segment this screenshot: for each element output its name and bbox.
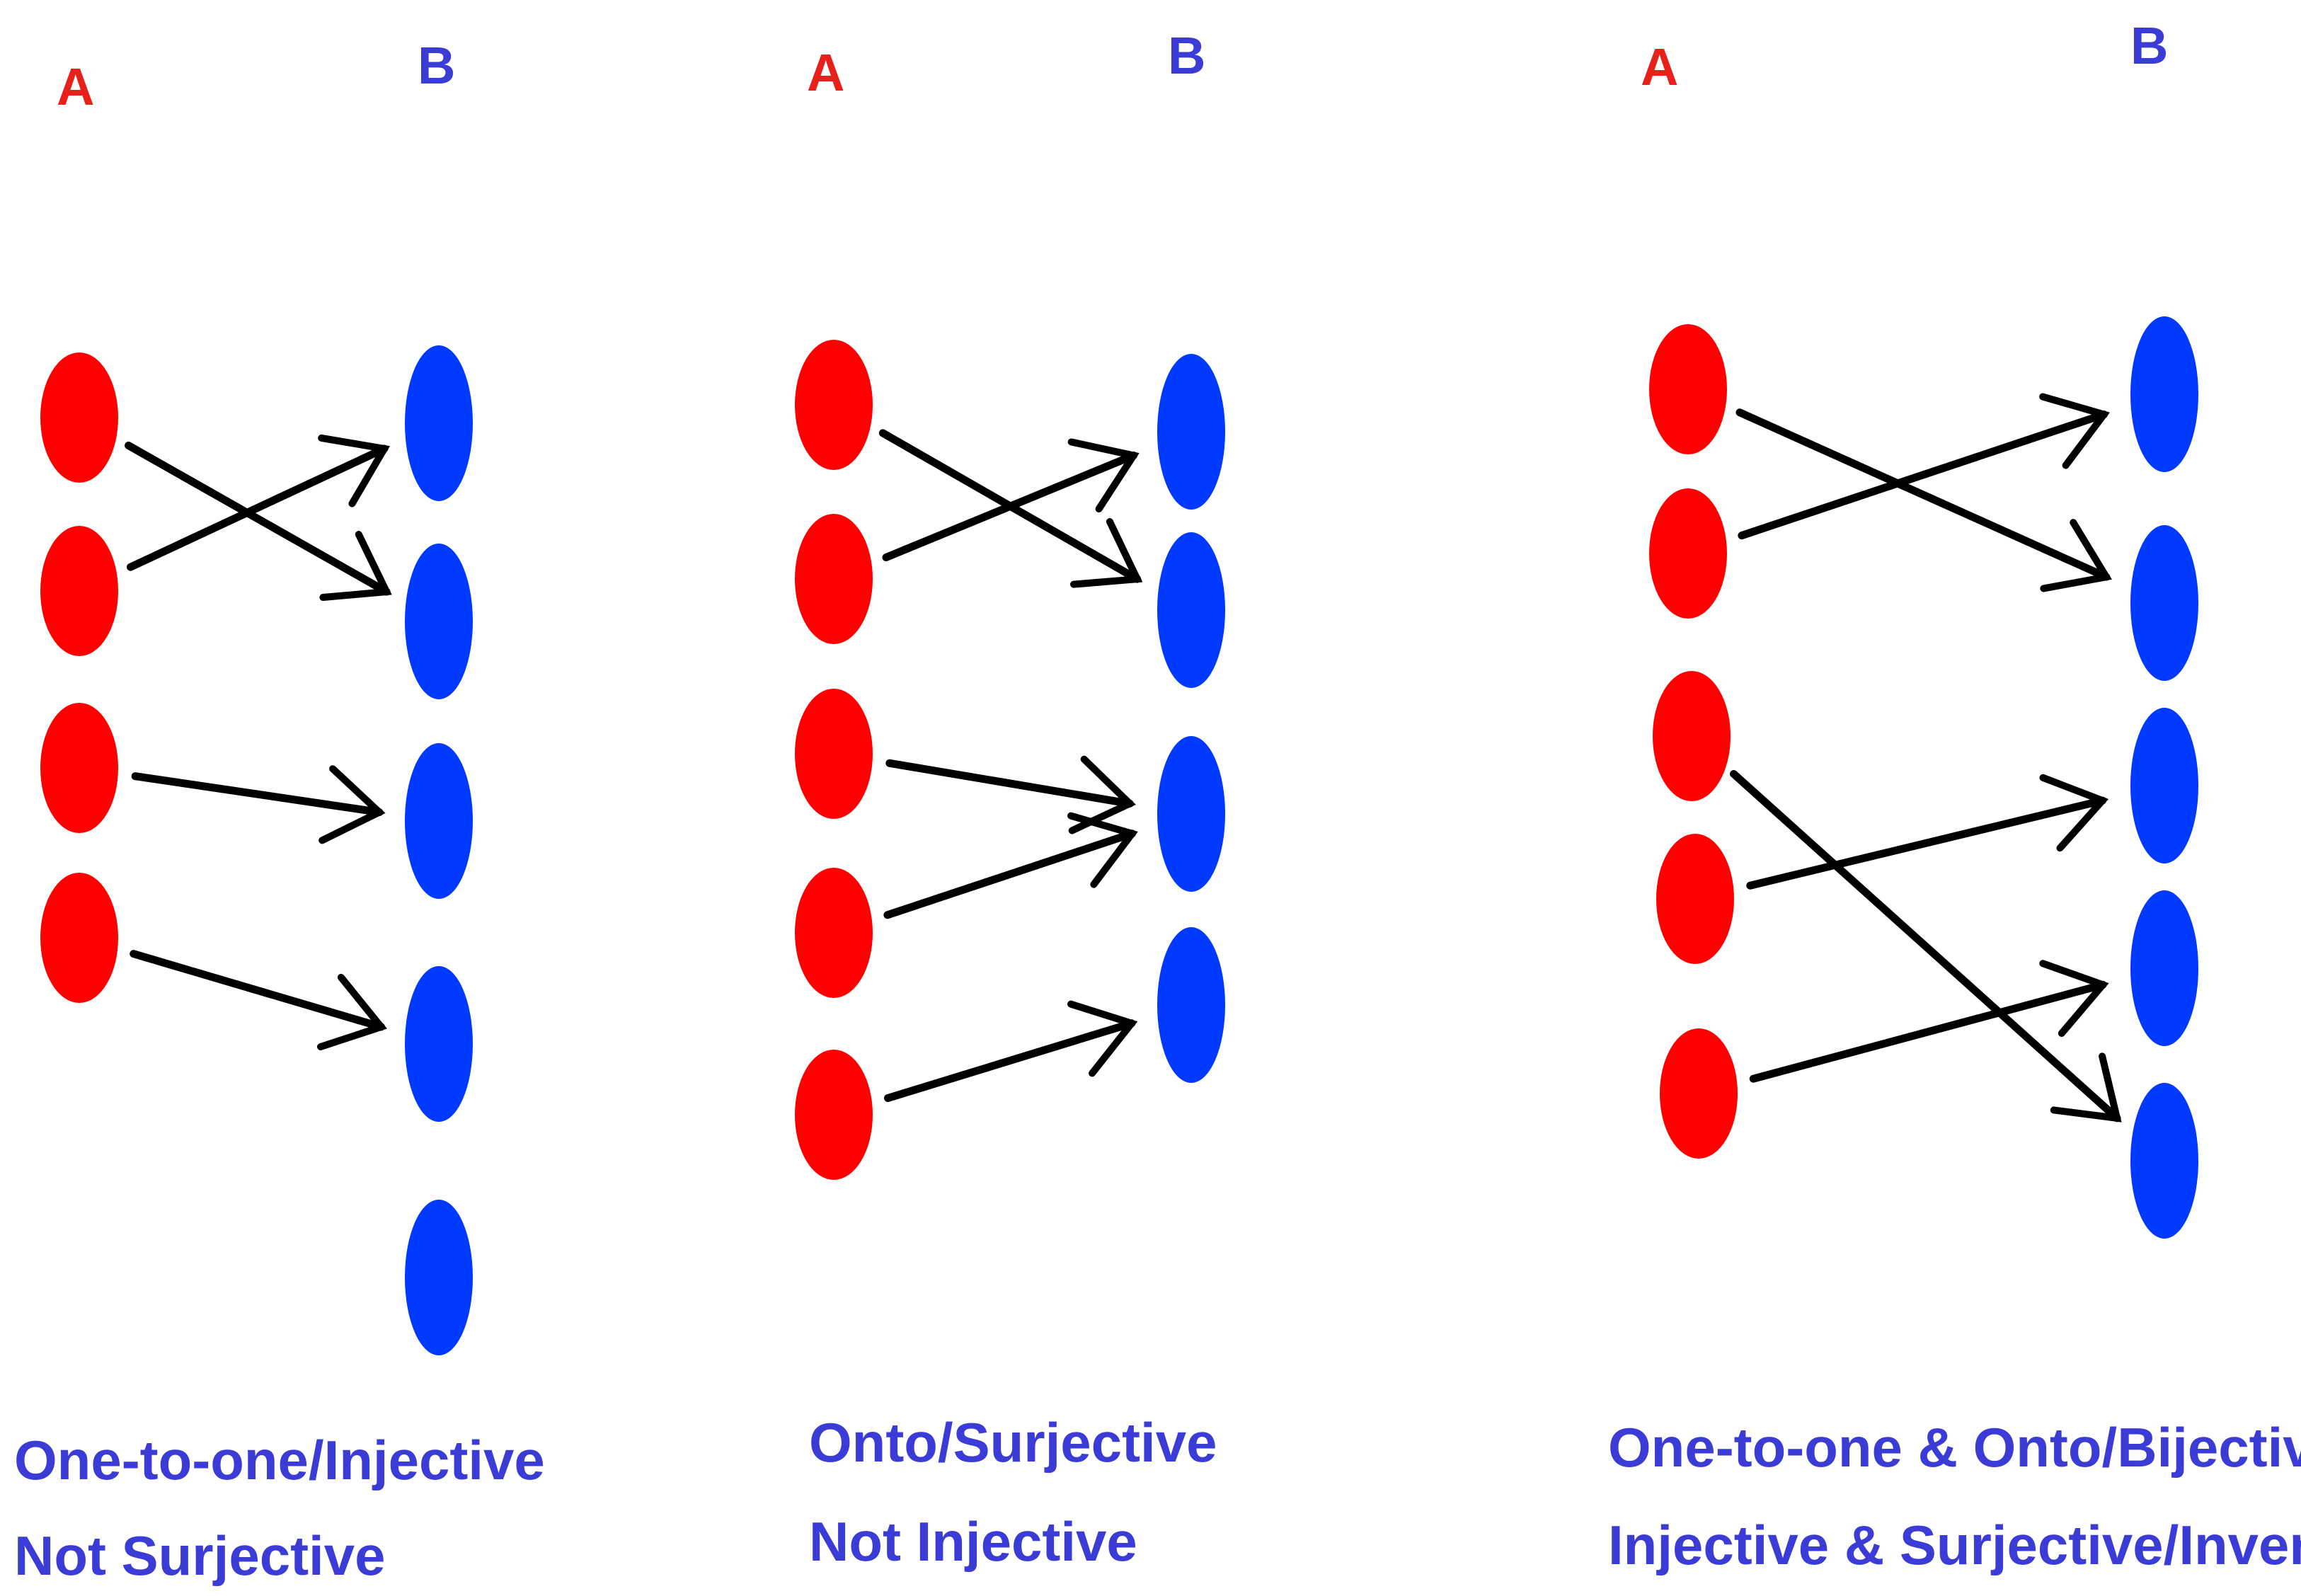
codomain-element bbox=[405, 966, 473, 1122]
domain-element bbox=[795, 340, 873, 470]
domain-element bbox=[40, 703, 118, 833]
codomain-element bbox=[2130, 525, 2198, 681]
arrowhead-icon bbox=[319, 531, 392, 602]
domain-element bbox=[1649, 488, 1727, 619]
caption-line-1: Onto/Surjective bbox=[809, 1411, 1217, 1474]
set-b-label: B bbox=[1168, 26, 1205, 85]
domain-element bbox=[40, 873, 118, 1003]
mapping-arrow-line bbox=[1735, 408, 2111, 581]
arrowhead-icon bbox=[2039, 960, 2109, 1037]
domain-element bbox=[1660, 1028, 1738, 1159]
arrowhead-icon bbox=[316, 973, 387, 1050]
domain-element bbox=[40, 352, 118, 483]
codomain-element bbox=[2130, 316, 2198, 472]
mapping-arrow-line bbox=[882, 452, 1138, 562]
set-a-label: A bbox=[57, 57, 94, 116]
set-a-label: A bbox=[1641, 38, 1678, 96]
mapping-arrow-line bbox=[883, 1019, 1136, 1103]
domain-element bbox=[1656, 834, 1734, 964]
arrowhead-icon bbox=[1067, 812, 1138, 888]
caption-line-2: Injective & Surjective/Invertible bbox=[1608, 1514, 2301, 1576]
arrowhead-icon bbox=[1067, 438, 1140, 512]
set-a-label: A bbox=[807, 43, 844, 102]
mapping-arrow-line bbox=[883, 829, 1136, 919]
codomain-element bbox=[1157, 354, 1225, 510]
mapping-group bbox=[795, 340, 1225, 1180]
caption-line-1: One-to-one & Onto/Bijective bbox=[1608, 1416, 2301, 1479]
codomain-element bbox=[405, 743, 473, 899]
mapping-arrow-line bbox=[126, 444, 389, 571]
arrowhead-icon bbox=[2050, 1052, 2122, 1123]
mapping-arrow-line bbox=[131, 772, 384, 817]
panel-surjective: A B Onto/Surjective Not Injective bbox=[795, 26, 1225, 1573]
set-b-label: B bbox=[418, 36, 455, 95]
arrowhead-icon bbox=[1069, 517, 1143, 588]
caption-line-2: Not Surjective bbox=[14, 1525, 385, 1587]
arrowhead-icon bbox=[2039, 393, 2110, 469]
panel-bijective: A B One-to-one & Onto/Bijective Injectiv… bbox=[1608, 16, 2301, 1576]
domain-element bbox=[795, 689, 873, 819]
set-b-label: B bbox=[2130, 16, 2168, 75]
domain-element bbox=[1653, 671, 1731, 801]
codomain-element bbox=[2130, 1083, 2198, 1239]
codomain-element bbox=[405, 544, 473, 699]
mapping-arrow-line bbox=[125, 441, 391, 596]
mapping-arrow-line bbox=[1738, 411, 2108, 540]
codomain-element bbox=[1157, 736, 1225, 892]
arrowhead-icon bbox=[319, 765, 386, 844]
domain-element bbox=[40, 526, 118, 656]
codomain-element bbox=[405, 1200, 473, 1355]
caption-line-2: Not Injective bbox=[809, 1510, 1137, 1573]
domain-element bbox=[1649, 324, 1727, 454]
arrowhead-icon bbox=[1067, 1000, 1138, 1077]
panel-injective: A B One-to-one/Injective Not Surjective bbox=[14, 36, 545, 1587]
codomain-element bbox=[2130, 890, 2198, 1046]
arrowhead-icon bbox=[318, 434, 390, 507]
codomain-element bbox=[1157, 927, 1225, 1083]
mapping-arrow-line bbox=[1730, 769, 2121, 1123]
domain-element bbox=[795, 868, 873, 998]
mapping-arrow-line bbox=[1746, 796, 2107, 890]
domain-element bbox=[795, 1050, 873, 1180]
mapping-group bbox=[40, 345, 473, 1355]
mapping-arrow-line bbox=[1749, 980, 2107, 1083]
mapping-group bbox=[1649, 316, 2198, 1239]
codomain-element bbox=[405, 345, 473, 501]
domain-element bbox=[795, 514, 873, 644]
codomain-element bbox=[1157, 532, 1225, 688]
caption-line-1: One-to-one/Injective bbox=[14, 1429, 545, 1491]
codomain-element bbox=[2130, 708, 2198, 863]
arrowhead-icon bbox=[2039, 774, 2109, 852]
mapping-arrow-line bbox=[130, 950, 385, 1031]
arrowhead-icon bbox=[2040, 519, 2112, 592]
mapping-arrow-line bbox=[885, 759, 1134, 808]
